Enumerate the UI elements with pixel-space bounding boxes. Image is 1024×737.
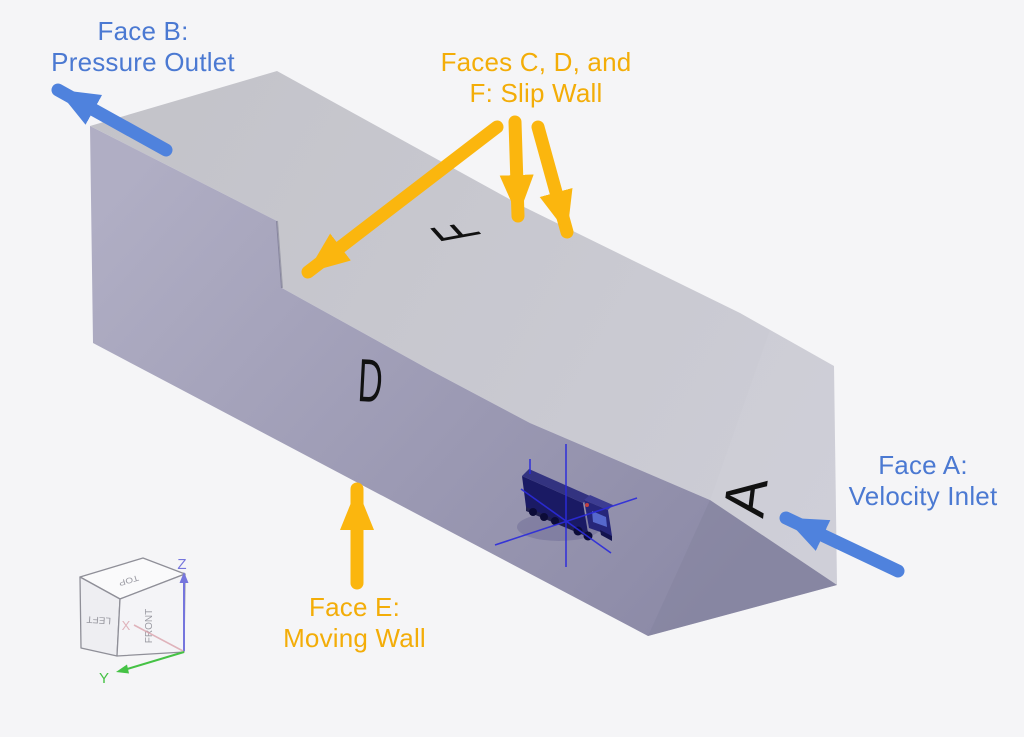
triad-z-label: Z (177, 556, 186, 573)
annotation-face-e: Face E: Moving Wall (252, 592, 457, 654)
annotation-faces-cdf-line1: Faces C, D, and (440, 47, 632, 77)
annotation-face-a: Face A: Velocity Inlet (823, 450, 1023, 512)
annotation-faces-cdf: Faces C, D, and F: Slip Wall (405, 47, 667, 109)
annotation-face-e-line2: Moving Wall (283, 623, 426, 653)
slip-wall-arrow-left (301, 120, 504, 279)
annotation-faces-cdf-line2: F: Slip Wall (469, 78, 603, 108)
triad-x-label: X (122, 618, 131, 633)
triad-y-label: Y (99, 670, 109, 687)
face-label-a: A (711, 474, 780, 521)
face-label-d: D (356, 347, 384, 416)
truck-marker-light (585, 503, 589, 507)
orientation-triad: TOP LEFT FRONT Z Y X (79, 556, 189, 687)
triad-x-axis: X (122, 618, 184, 652)
slip-wall-arrow-right (531, 120, 574, 239)
annotation-arrows (51, 83, 905, 590)
domain-box (90, 71, 837, 636)
truck-trailer-top (522, 469, 590, 503)
triad-left-label: LEFT (86, 613, 111, 625)
triad-z-axis: Z (177, 556, 189, 651)
domain-step-edge (276, 220, 283, 289)
annotation-face-b-line1: Face B: (97, 16, 189, 46)
domain-top-face (90, 71, 837, 585)
annotation-face-b: Face B: Pressure Outlet (18, 16, 268, 78)
pressure-outlet-arrow (51, 83, 173, 157)
annotation-face-a-line2: Velocity Inlet (848, 481, 998, 511)
truck-model (494, 444, 638, 567)
truck-cab-roof (584, 495, 613, 510)
triad-y-axis: Y (99, 651, 185, 687)
triad-front-label: FRONT (144, 609, 155, 643)
annotation-face-a-line1: Face A: (878, 450, 968, 480)
truck-cab-front (600, 530, 612, 541)
truck-windshield (592, 511, 607, 527)
velocity-inlet-arrow (779, 511, 905, 578)
annotation-face-e-line1: Face E: (309, 592, 400, 622)
slip-wall-arrow-middle (499, 115, 534, 223)
truck-trailer-side (522, 476, 588, 533)
domain-side-face (90, 126, 837, 636)
truck-origin-axes (494, 444, 638, 567)
annotation-face-b-line2: Pressure Outlet (51, 47, 235, 77)
domain-bottom-corner-shade (648, 500, 837, 636)
